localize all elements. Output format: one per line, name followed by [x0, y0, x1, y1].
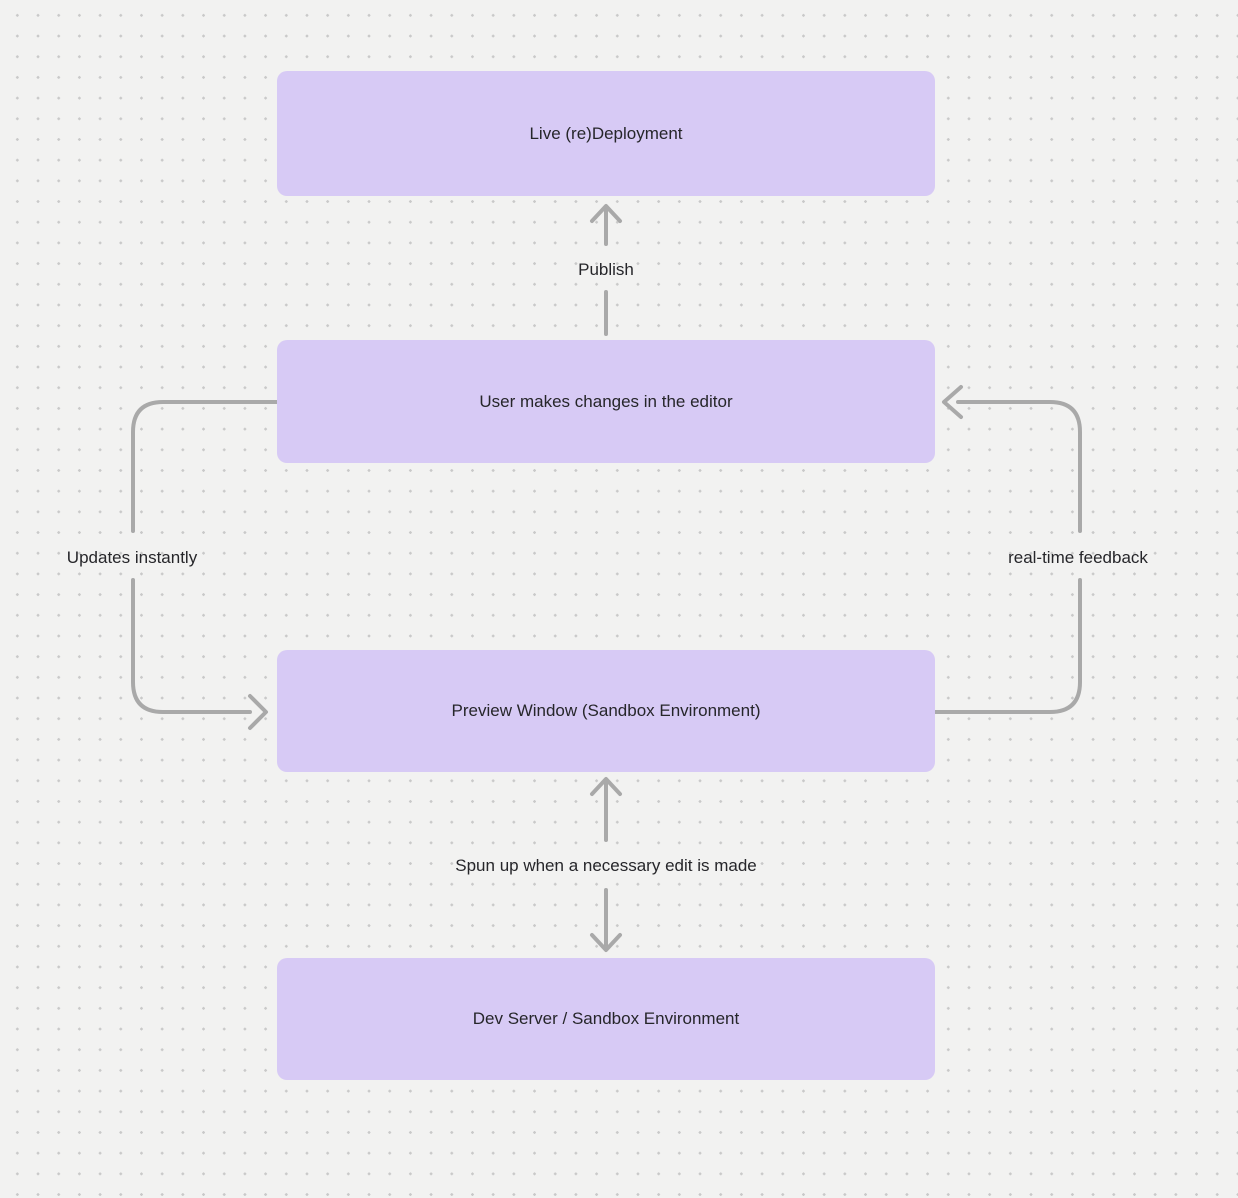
node-editor-label: User makes changes in the editor: [479, 391, 733, 411]
node-preview-window-label: Preview Window (Sandbox Environment): [451, 701, 761, 720]
edge-label-publish: Publish: [578, 260, 634, 279]
node-preview-window[interactable]: Preview Window (Sandbox Environment): [277, 650, 935, 772]
edge-label-realtime-feedback: real-time feedback: [1008, 548, 1148, 567]
node-dev-server-label: Dev Server / Sandbox Environment: [472, 1009, 740, 1028]
edge-publish-arrow: [590, 204, 622, 336]
edge-label-updates-instantly: Updates instantly: [66, 548, 198, 567]
edge-realtime-feedback-arrow: [933, 385, 1082, 714]
edge-spun-up-arrow: [590, 777, 622, 952]
node-live-deployment[interactable]: Live (re)Deployment: [277, 71, 935, 196]
node-editor[interactable]: User makes changes in the editor: [277, 340, 935, 463]
node-dev-server[interactable]: Dev Server / Sandbox Environment: [277, 958, 935, 1080]
edge-updates-instantly-arrow: [131, 400, 279, 730]
edge-label-spun-up: Spun up when a necessary edit is made: [455, 856, 757, 875]
node-live-deployment-label: Live (re)Deployment: [529, 123, 683, 143]
